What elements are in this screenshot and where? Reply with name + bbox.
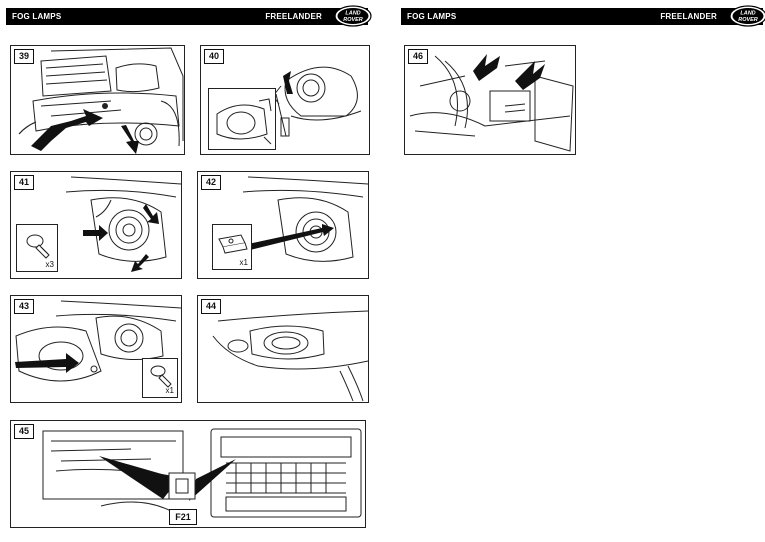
logo-text-top: LAND — [345, 11, 360, 17]
arrow-icon — [283, 71, 293, 94]
screw-icon — [26, 234, 50, 259]
logo-text-top: LAND — [740, 11, 755, 17]
fog-lamp-clip-illustration — [242, 176, 368, 262]
step-45-panel: 45 F21 — [10, 420, 366, 528]
right-page-header: FOG LAMPS FREELANDER LAND ROVER — [401, 5, 765, 27]
step-42-panel: 42 x1 — [197, 171, 369, 279]
step-number: 45 — [14, 424, 34, 439]
right-header-model: FREELANDER — [660, 12, 717, 21]
engine-bay-illustration — [409, 54, 574, 152]
step-41-panel: 41 x3 — [10, 171, 182, 279]
installed-fog-lamp-illustration — [212, 310, 368, 402]
quantity-label: x1 — [165, 386, 174, 395]
arrow-icon — [515, 61, 545, 90]
land-rover-logo: LAND ROVER — [729, 5, 765, 27]
step-number: 42 — [201, 175, 221, 190]
fuse-box-illustration — [42, 428, 362, 518]
arrow-icon — [248, 224, 334, 250]
fuse-icon — [175, 478, 189, 494]
step-number: 39 — [14, 49, 34, 64]
arrow-icon — [15, 353, 79, 373]
step-46-panel: 46 — [404, 45, 576, 155]
clip-inset: x1 — [212, 224, 252, 270]
clip-icon — [218, 234, 248, 254]
land-rover-logo: LAND ROVER — [334, 5, 372, 27]
arrow-icon — [121, 125, 139, 154]
arrow-icon — [83, 225, 108, 241]
screw-inset: x1 — [142, 358, 178, 398]
logo-text-bottom: ROVER — [343, 17, 363, 23]
right-header-title: FOG LAMPS — [407, 12, 457, 21]
step-number: 44 — [201, 299, 221, 314]
front-bumper-illustration — [18, 47, 184, 154]
step-44-panel: 44 — [197, 295, 369, 403]
arrow-icon — [131, 254, 149, 272]
fuse-label: F21 — [169, 509, 197, 525]
step-39-panel: 39 — [10, 45, 185, 155]
pointer-icon — [189, 459, 236, 501]
screw-icon — [150, 365, 172, 388]
step-number: 41 — [14, 175, 34, 190]
quantity-label: x1 — [239, 258, 248, 267]
fog-lamp-inset — [208, 88, 276, 150]
arrow-icon — [473, 54, 500, 81]
step-number: 46 — [408, 49, 428, 64]
fog-lamp-bezel-illustration — [15, 300, 181, 382]
step-number: 43 — [14, 299, 34, 314]
left-header-model: FREELANDER — [265, 12, 322, 21]
left-page-header: FOG LAMPS FREELANDER LAND ROVER — [6, 5, 372, 27]
fog-lamp-connector-illustration — [272, 66, 362, 137]
step-43-panel: 43 x1 — [10, 295, 182, 403]
quantity-label: x3 — [45, 260, 54, 269]
screw-inset: x3 — [16, 224, 58, 272]
left-header-title: FOG LAMPS — [12, 12, 62, 21]
fog-lamp-icon — [216, 98, 272, 145]
pointer-icon — [99, 456, 179, 499]
fog-lamp-screws-illustration — [65, 176, 181, 272]
step-number: 40 — [204, 49, 224, 64]
logo-text-bottom: ROVER — [738, 17, 758, 23]
arrow-icon — [31, 109, 103, 151]
step-40-panel: 40 — [200, 45, 370, 155]
arrow-icon — [143, 204, 159, 224]
